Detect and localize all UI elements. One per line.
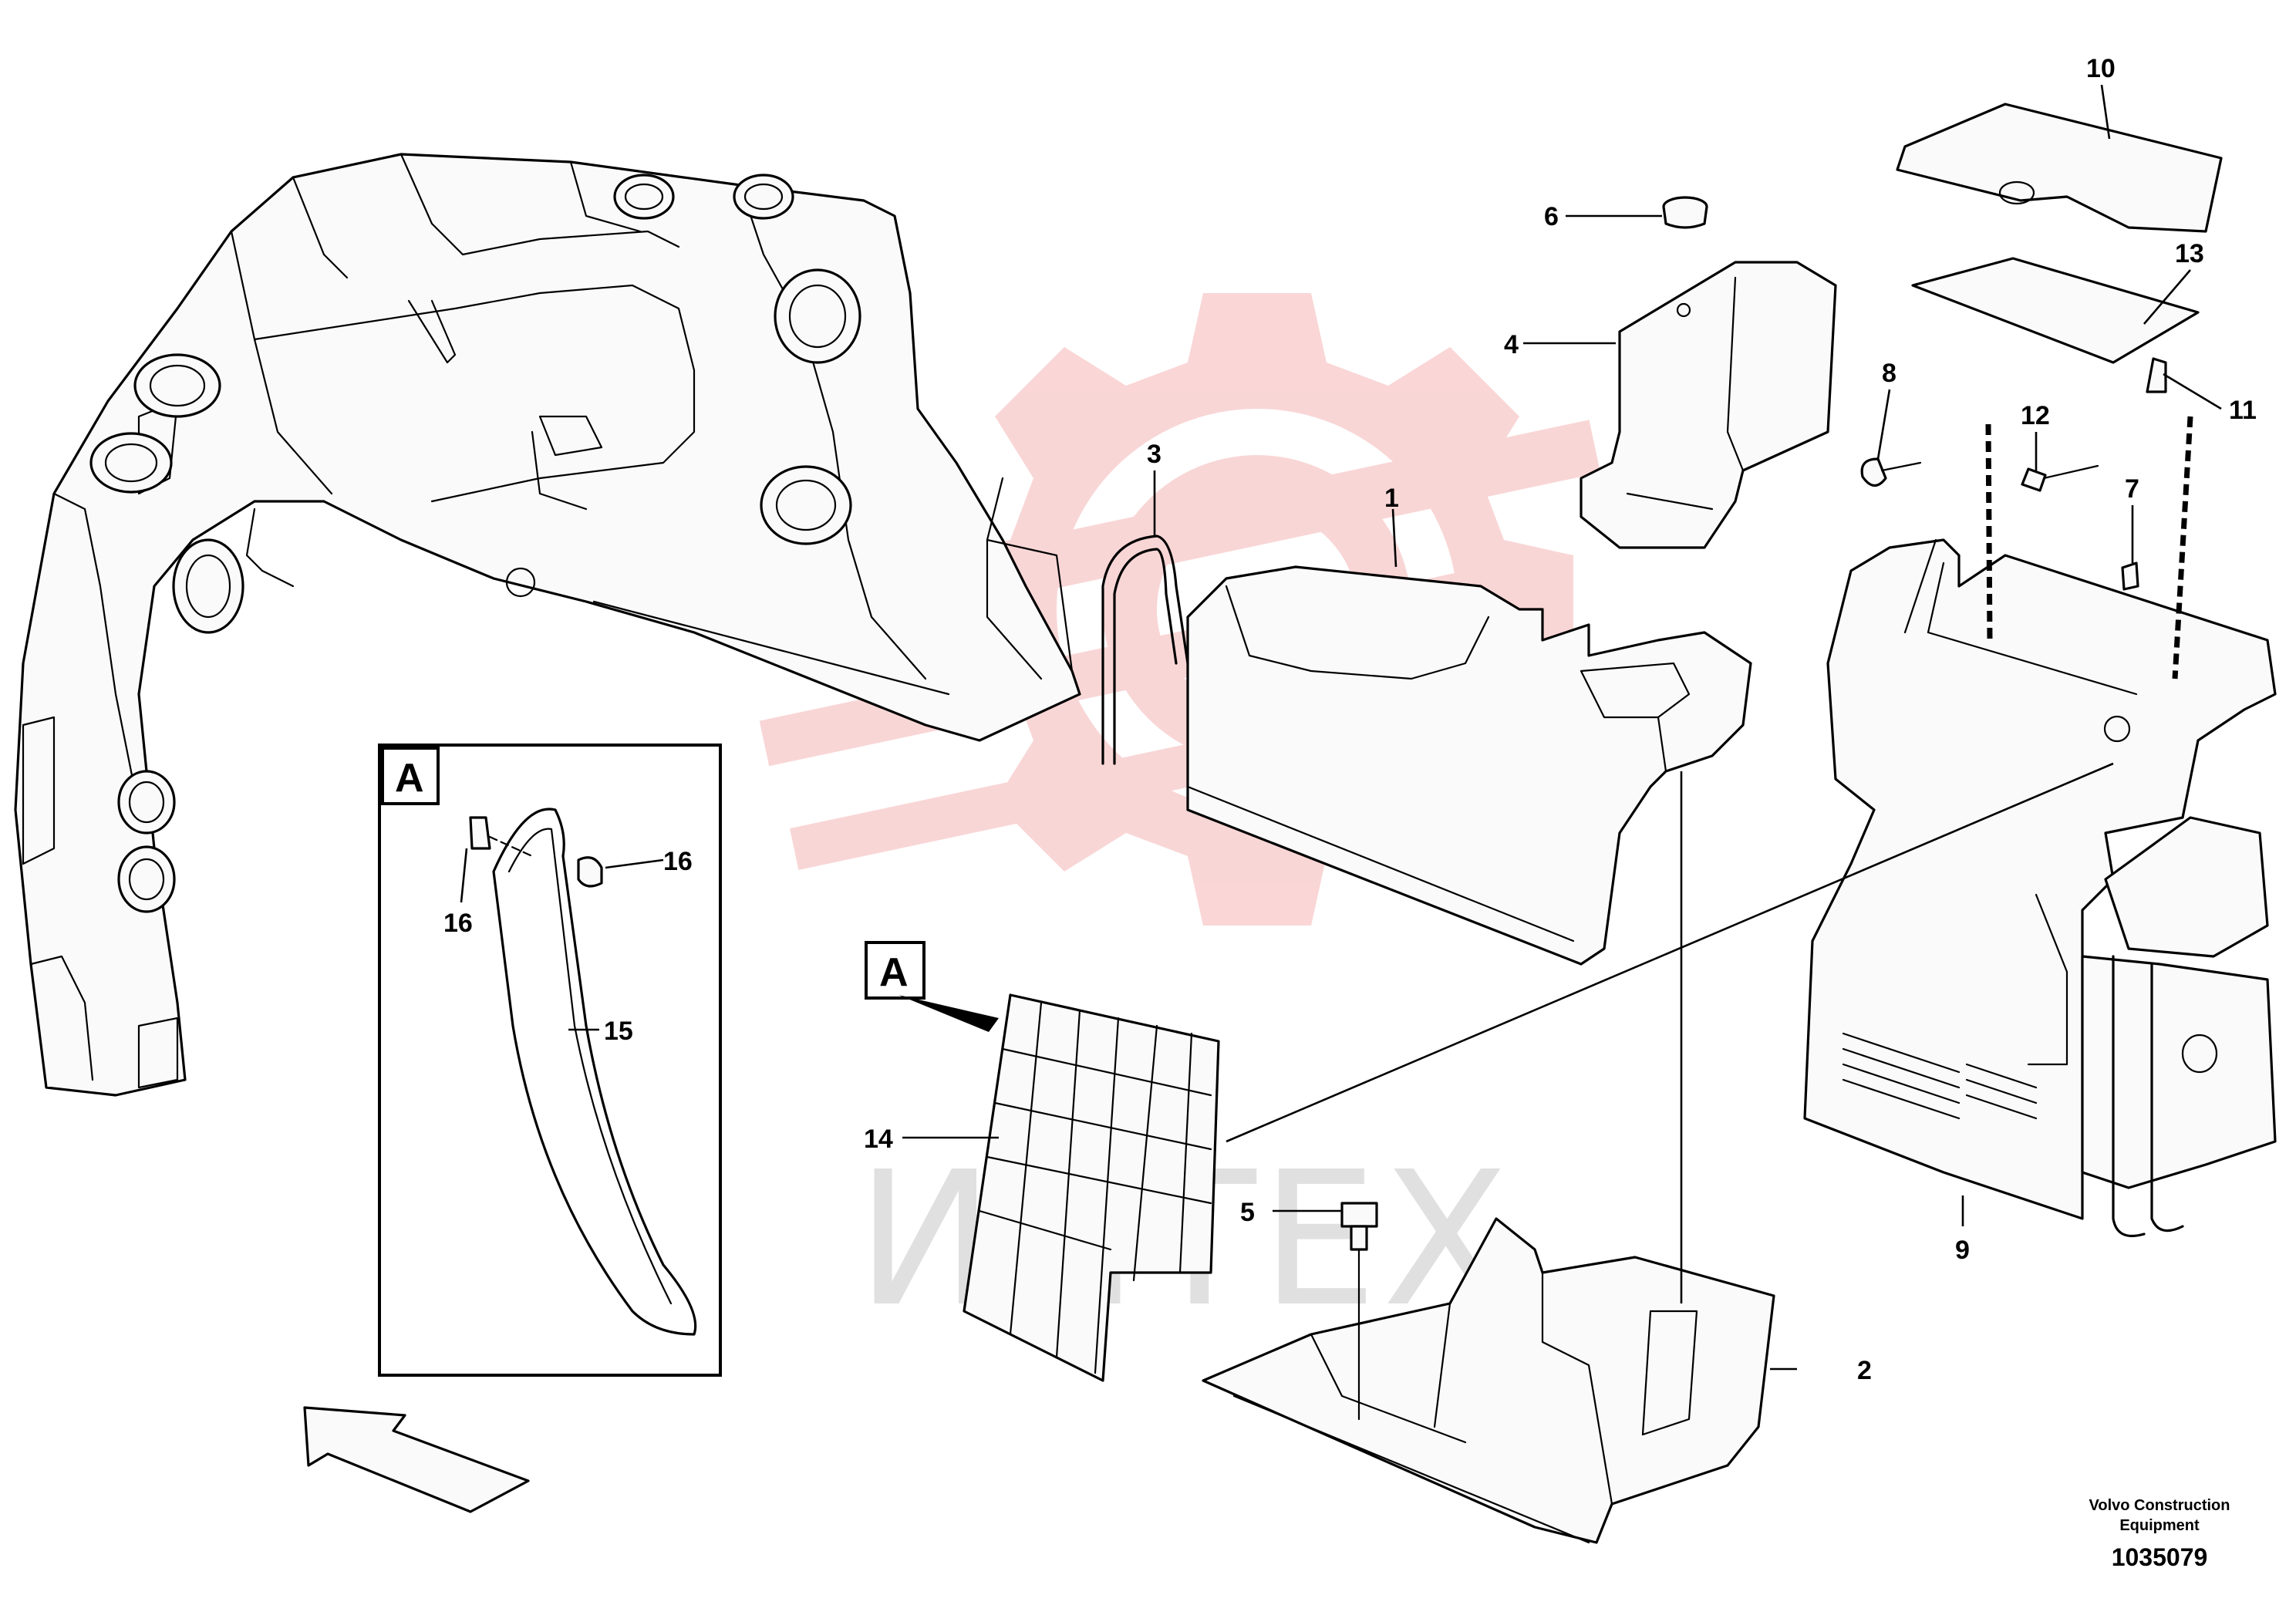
part-6-grommet bbox=[1662, 196, 1708, 229]
part-11-bracket bbox=[2146, 357, 2167, 393]
part-2-lower-tray bbox=[1202, 1217, 1775, 1544]
vent-grille-icon bbox=[1842, 1032, 2038, 1120]
part-14-net bbox=[963, 993, 1220, 1382]
label-12: 12 bbox=[2021, 401, 2050, 430]
part-13-mat bbox=[1911, 257, 2200, 364]
detail-view-a: A bbox=[378, 744, 722, 1377]
label-5: 5 bbox=[1240, 1198, 1255, 1227]
footer-credit: Volvo Construction Equipment 1035079 bbox=[2089, 1497, 2230, 1571]
label-9: 9 bbox=[1955, 1236, 1970, 1265]
label-14: 14 bbox=[864, 1125, 893, 1154]
label-16-left: 16 bbox=[443, 909, 473, 938]
footer-line-2: Equipment bbox=[2119, 1517, 2200, 1534]
drawing-number: 1035079 bbox=[2112, 1543, 2208, 1571]
part-1-console-panel bbox=[1186, 565, 1752, 966]
label-10: 10 bbox=[2086, 54, 2116, 83]
part-4-duct bbox=[1580, 261, 1837, 549]
part-9-heater-box bbox=[1803, 538, 2277, 1238]
forward-arrow-icon bbox=[303, 1406, 530, 1513]
part-12-screw bbox=[2021, 464, 2099, 492]
part-5-bolt bbox=[1340, 1202, 1378, 1421]
label-1: 1 bbox=[1384, 484, 1399, 513]
label-11: 11 bbox=[2229, 396, 2257, 425]
label-8: 8 bbox=[1882, 359, 1896, 388]
callout-letter: A bbox=[879, 950, 909, 995]
leader-lines bbox=[460, 84, 2222, 1371]
label-3: 3 bbox=[1147, 440, 1161, 469]
label-6: 6 bbox=[1544, 202, 1559, 231]
assembly-line bbox=[1226, 762, 2114, 1143]
part-7-clip bbox=[2121, 561, 2139, 591]
detail-callout-a: A bbox=[865, 941, 999, 1032]
label-2: 2 bbox=[1857, 1356, 1872, 1385]
assembly-line bbox=[1985, 423, 1993, 641]
label-4: 4 bbox=[1504, 330, 1519, 359]
part-labels: 1 2 3 4 5 6 7 8 9 10 11 12 13 14 15 16 1… bbox=[443, 54, 2257, 1385]
label-16-right: 16 bbox=[663, 847, 693, 876]
label-13: 13 bbox=[2175, 239, 2204, 268]
cab-dashboard-shell bbox=[14, 153, 1081, 1097]
label-15: 15 bbox=[604, 1017, 633, 1046]
part-8-screw bbox=[1860, 457, 1922, 487]
part-3-seal bbox=[1101, 534, 1189, 765]
footer-line-1: Volvo Construction bbox=[2089, 1497, 2230, 1514]
air-vent-icon bbox=[89, 174, 861, 913]
label-7: 7 bbox=[2125, 474, 2139, 504]
assembly-line bbox=[2172, 416, 2193, 679]
part-10-cover bbox=[1896, 103, 2223, 233]
detail-letter: A bbox=[395, 756, 424, 801]
